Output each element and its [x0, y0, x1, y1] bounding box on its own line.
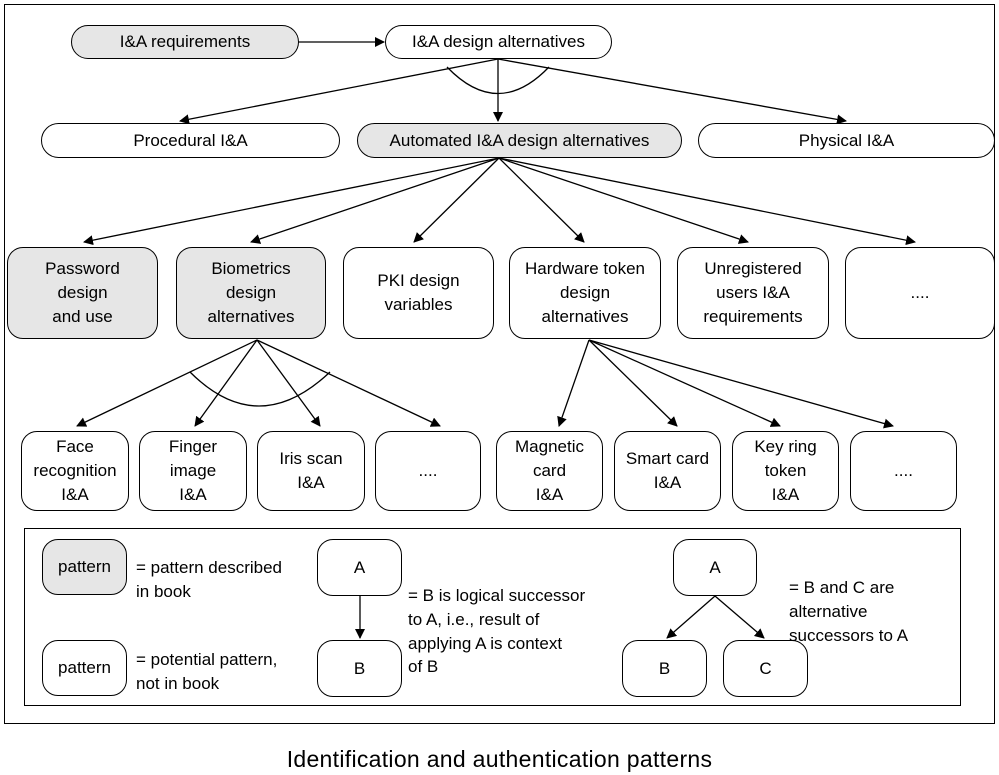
legend-alt-desc: = B and C are alternative successors to … [789, 578, 909, 645]
arrow-to-biometrics [250, 157, 500, 244]
arrow-to-magnetic [557, 339, 590, 427]
node-more-automated: .... [845, 247, 995, 339]
node-automated-ia: Automated I&A design alternatives [357, 123, 682, 158]
arrow-to-smart [588, 339, 678, 427]
node-more-tokens: .... [850, 431, 957, 511]
node-smart-card: Smart card I&A [614, 431, 721, 511]
diagram-frame [4, 4, 995, 724]
arrow-to-face [76, 339, 258, 427]
legend-seq-desc: = B is logical successor to A, i.e., res… [408, 586, 586, 677]
node-key-ring-token: Key ring token I&A [732, 431, 839, 511]
alternative-arc-top [446, 66, 550, 95]
figure-caption: Identification and authentication patter… [286, 746, 713, 772]
arrow-to-unregistered [498, 157, 749, 244]
arrow-to-keyring [588, 339, 781, 427]
node-pki: PKI design variables [343, 247, 494, 339]
legend-white-pattern-desc: = potential pattern, not in book [136, 650, 278, 693]
alternative-arc-biometrics [189, 371, 331, 407]
arrow-to-pki [413, 157, 500, 243]
arrow-to-procedural [179, 58, 499, 125]
arrow-to-hardware-token [498, 157, 585, 243]
arrow-to-iris [256, 339, 321, 427]
arrow-to-finger [194, 339, 258, 427]
arrow-to-more-tokens [588, 339, 894, 429]
legend-alt-a-box: A [673, 539, 757, 596]
node-iris-scan: Iris scan I&A [257, 431, 365, 511]
node-ia-design-alternatives: I&A design alternatives [385, 25, 612, 59]
arrow-to-password [83, 157, 500, 246]
arrow-to-more-biometrics [256, 339, 441, 427]
legend-arrow-a-to-b-alt [666, 595, 716, 639]
node-magnetic-card: Magnetic card I&A [496, 431, 603, 511]
legend-alt-c-box: C [723, 640, 808, 697]
legend-alt-b-box: B [622, 640, 707, 697]
legend-seq-a-box: A [317, 539, 402, 596]
arrow-to-physical [497, 58, 847, 125]
node-finger-image: Finger image I&A [139, 431, 247, 511]
node-password: Password design and use [7, 247, 158, 339]
arrow-to-more-automated [498, 157, 916, 246]
legend-grey-pattern-desc: = pattern described in book [136, 558, 283, 601]
node-biometrics: Biometrics design alternatives [176, 247, 326, 339]
node-procedural-ia: Procedural I&A [41, 123, 340, 158]
legend-white-pattern-box: pattern [42, 640, 127, 696]
legend-grey-pattern-box: pattern [42, 539, 127, 595]
node-ia-requirements: I&A requirements [71, 25, 299, 59]
node-physical-ia: Physical I&A [698, 123, 995, 158]
node-unregistered-users: Unregistered users I&A requirements [677, 247, 829, 339]
legend [24, 528, 961, 706]
legend-seq-b-box: B [317, 640, 402, 697]
node-hardware-token: Hardware token design alternatives [509, 247, 661, 339]
legend-arrow-a-to-c-alt [714, 595, 765, 639]
node-more-biometrics: .... [375, 431, 481, 511]
node-face-recognition: Face recognition I&A [21, 431, 129, 511]
